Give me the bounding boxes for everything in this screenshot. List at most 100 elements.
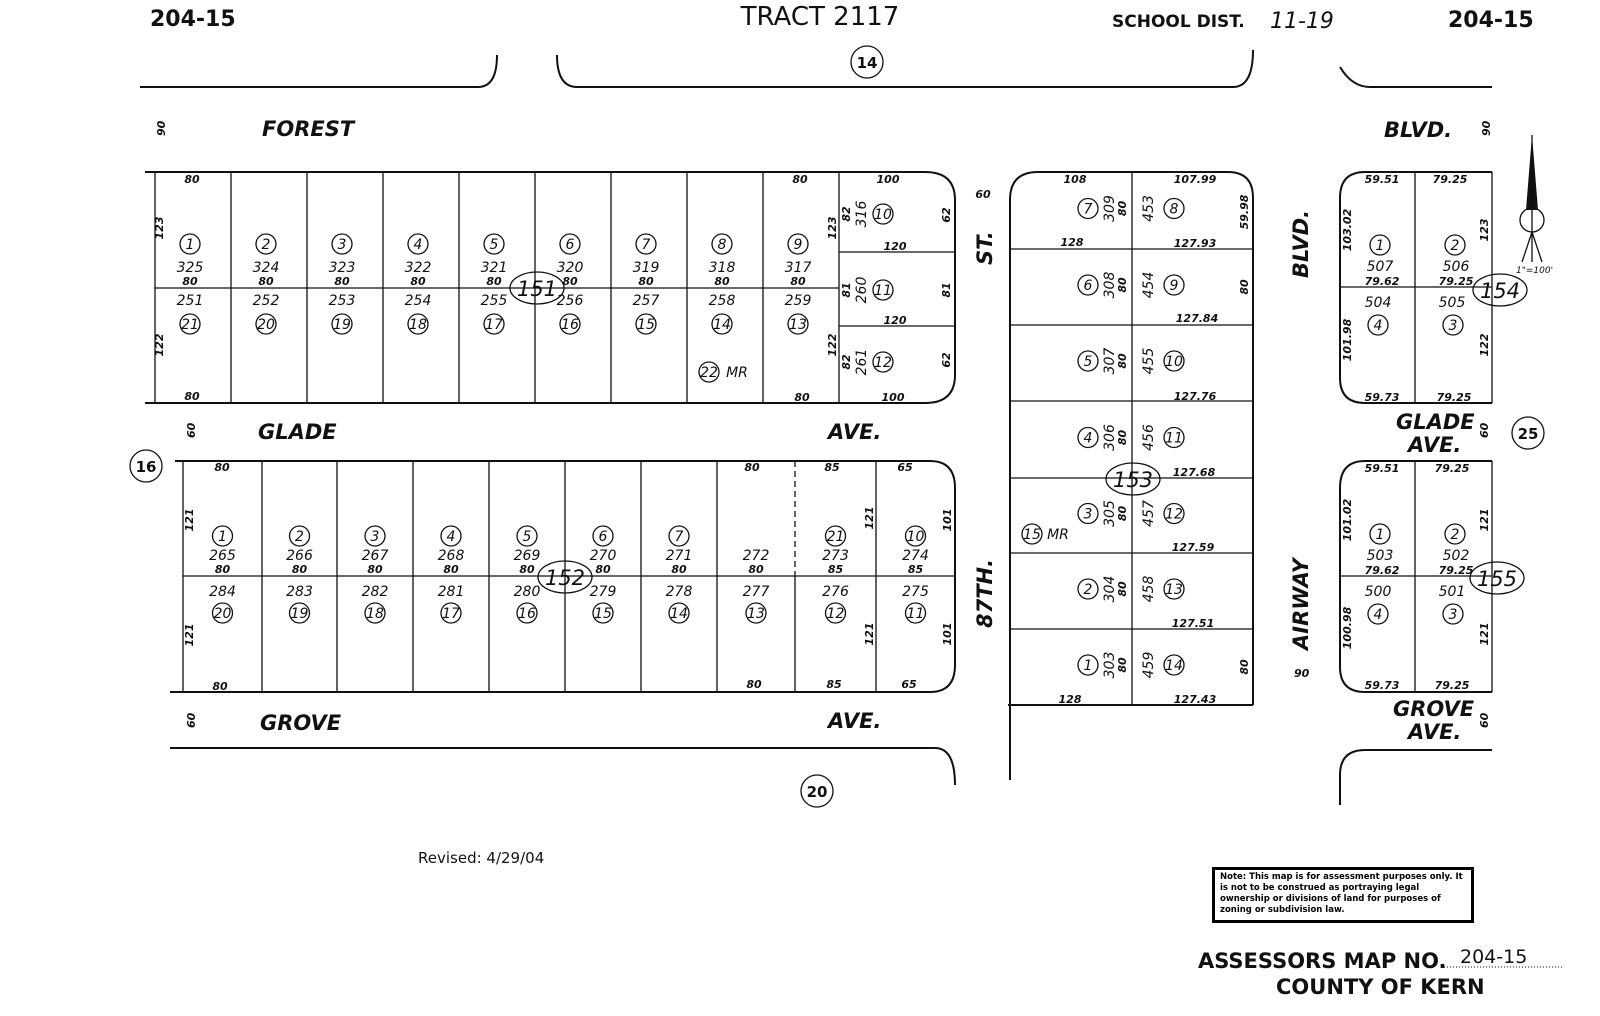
lot-number[interactable]: 4 (1367, 314, 1389, 336)
lot-number[interactable]: 13 (787, 313, 809, 335)
lot-number-label: 15 (594, 606, 612, 622)
adjacent-map-14[interactable]: 14 (850, 45, 884, 79)
lot-dimension: 80 (790, 275, 806, 288)
lot-number[interactable]: 10 (1163, 350, 1185, 372)
lot-number[interactable]: 1 (1077, 654, 1099, 676)
lot-number[interactable]: 2 (1444, 234, 1466, 256)
lot-number[interactable]: 4 (440, 525, 462, 547)
parcel-apn: 303 (1102, 652, 1118, 679)
lot-number[interactable]: 1 (211, 525, 234, 547)
boundary-dimension: 123 (1478, 218, 1491, 241)
lot-number-label: 7 (642, 237, 651, 253)
block-number[interactable]: 153 (1105, 462, 1161, 496)
lot-number[interactable]: 10 (904, 525, 927, 547)
lot-number[interactable]: 1 (1369, 234, 1391, 256)
boundary-dimension: 120 (884, 240, 907, 253)
lot-number[interactable]: 5 (1077, 350, 1099, 372)
lot-number[interactable]: 10 (872, 203, 894, 225)
parcel-apn: 325 (177, 260, 204, 276)
block-outlines (145, 171, 1492, 706)
block-number[interactable]: 152 (537, 560, 593, 594)
boundary-dimension: 59.51 (1365, 173, 1400, 186)
lot-number[interactable]: 11 (872, 279, 894, 301)
lot-number[interactable]: 12 (824, 602, 847, 624)
lot-number[interactable]: 8 (1163, 197, 1185, 220)
lot-dimension: 80 (258, 275, 274, 288)
lot-number-label: 1 (218, 529, 227, 545)
lot-number[interactable]: 18 (407, 313, 429, 335)
lot-number[interactable]: 1 (179, 233, 201, 255)
lot-number[interactable]: 7 (668, 525, 690, 547)
parcel-apn: 501 (1439, 584, 1466, 600)
lot-number[interactable]: 14 (1163, 654, 1185, 676)
lot-number[interactable]: 9 (787, 233, 809, 255)
lot-number[interactable]: 1 (1369, 523, 1391, 545)
lot-number[interactable]: 16 (559, 313, 581, 335)
map-number-right: 204-15 (1448, 8, 1534, 33)
lot-number[interactable]: 19 (331, 313, 353, 335)
lot-number[interactable]: 3 (331, 233, 353, 255)
lot-number[interactable]: 7 (635, 233, 657, 255)
lot-number[interactable]: 15 (1021, 523, 1043, 545)
lot-number[interactable]: 2 (1444, 523, 1466, 545)
lot-number[interactable]: 15 (592, 602, 614, 624)
adjacent-map-25[interactable]: 25 (1511, 416, 1545, 450)
block-number[interactable]: 151 (509, 271, 565, 305)
lot-number[interactable]: 3 (1077, 502, 1099, 525)
lot-number[interactable]: 3 (364, 525, 386, 547)
lot-number[interactable]: 3 (1442, 603, 1464, 625)
lot-number[interactable]: 12 (1163, 502, 1185, 525)
lot-number[interactable]: 2 (255, 233, 277, 255)
block-number[interactable]: 155 (1469, 561, 1525, 595)
lot-number[interactable]: 13 (745, 602, 767, 624)
lot-number[interactable]: 6 (592, 525, 614, 547)
lot-number[interactable]: 21 (179, 313, 201, 335)
lot-number[interactable]: 19 (288, 602, 311, 624)
lot-number[interactable]: 4 (1077, 426, 1099, 449)
parcel-apn: 321 (481, 260, 508, 276)
boundary-dimension: 79.25 (1435, 679, 1470, 692)
parcel-apn: 276 (822, 584, 849, 600)
lot-number[interactable]: 14 (711, 313, 733, 335)
block-number-label: 155 (1477, 567, 1517, 591)
lot-number[interactable]: 17 (483, 313, 505, 335)
lot-number[interactable]: 21 (824, 525, 847, 547)
lot-number[interactable]: 11 (904, 602, 927, 624)
lot-number-label: 6 (566, 237, 575, 253)
lot-number[interactable]: 9 (1163, 274, 1185, 296)
lot-number[interactable]: 14 (668, 602, 690, 624)
lot-number[interactable]: 8 (711, 233, 733, 255)
block-number[interactable]: 154 (1472, 273, 1528, 307)
lot-number[interactable]: 16 (516, 602, 538, 624)
lot-number[interactable]: 11 (1163, 426, 1185, 449)
lot-number-label: 10 (1165, 354, 1183, 370)
lot-number[interactable]: 7 (1077, 197, 1099, 220)
lot-number[interactable]: 3 (1442, 314, 1464, 336)
lot-number[interactable]: 15 (635, 313, 657, 335)
adjacent-map-20[interactable]: 20 (800, 774, 834, 808)
lot-number[interactable]: 6 (559, 233, 581, 255)
lot-number[interactable]: 20 (255, 313, 277, 335)
lot-number[interactable]: 5 (516, 525, 538, 547)
street-width: 60 (1478, 712, 1491, 728)
lot-number[interactable]: 4 (407, 233, 429, 255)
street-grove: GROVE (260, 711, 342, 735)
lot-number[interactable]: 4 (1367, 603, 1389, 625)
lot-number[interactable]: 22 (698, 361, 720, 383)
lot-number[interactable]: 17 (440, 602, 462, 624)
lot-number[interactable]: 6 (1077, 274, 1099, 296)
parcel-apn: 308 (1102, 272, 1118, 299)
adjacent-map-16[interactable]: 16 (129, 449, 163, 483)
lot-number[interactable]: 18 (364, 602, 386, 624)
lot-number-label: 1 (1376, 527, 1385, 543)
lot-dimension: 85 (908, 563, 924, 576)
lot-number[interactable]: 12 (872, 351, 894, 373)
lot-number[interactable]: 13 (1163, 578, 1185, 600)
lot-dimension: 80 (443, 563, 459, 576)
lot-number[interactable]: 2 (288, 525, 311, 547)
lot-number[interactable]: 5 (483, 233, 505, 255)
lot-number[interactable]: 20 (211, 602, 234, 624)
parcel-apn: 457 (1141, 500, 1157, 527)
lot-number-label: 3 (371, 529, 380, 545)
lot-number[interactable]: 2 (1077, 578, 1099, 600)
